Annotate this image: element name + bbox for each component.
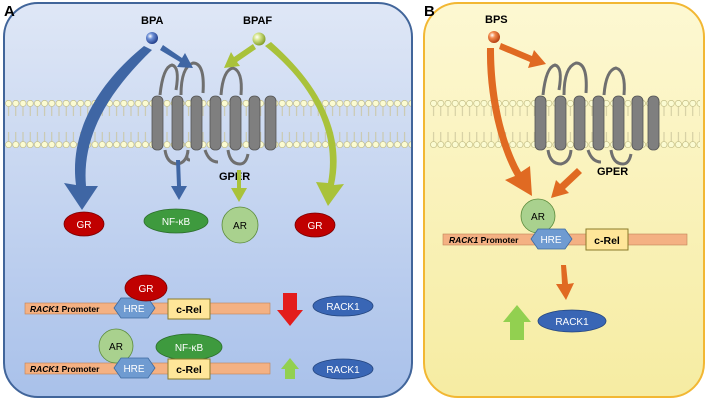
bps-molecule-icon	[488, 31, 500, 43]
hre-element-1	[113, 297, 156, 319]
hre-label-1: HRE	[123, 304, 144, 315]
bpa-molecule-icon	[146, 32, 158, 44]
ar-bound-label-b: AR	[531, 212, 545, 223]
promoter-row-1: RACK1 Promoter HRE c-Rel GR RACK1	[24, 274, 374, 326]
gper-receptor-a	[151, 61, 277, 166]
rack1-output-2	[312, 358, 374, 380]
down-arrow-icon	[277, 293, 303, 326]
promoter-row-b: RACK1 Promoter AR HRE c-Rel	[442, 198, 688, 251]
crel-label-1: c-Rel	[176, 304, 202, 316]
gr-bound-label: GR	[139, 284, 154, 295]
small-up-arrow-icon	[281, 358, 299, 379]
gr-right-factor	[294, 212, 336, 238]
rack1-output-label-b: RACK1	[555, 317, 589, 328]
gper-label-b: GPER	[597, 166, 628, 178]
hre-label-2: HRE	[123, 364, 144, 375]
up-arrow-icon	[503, 305, 531, 340]
crel-label-2: c-Rel	[176, 364, 202, 376]
ar-bound-factor	[98, 328, 134, 364]
hre-label-b: HRE	[540, 235, 561, 246]
gper-arrow-to-ar-b	[551, 168, 582, 198]
gper-label-a: GPER	[219, 171, 250, 183]
rack1-output-label-2: RACK1	[326, 365, 360, 376]
panel-a: A GPER BPA BPAF	[3, 2, 413, 398]
crel-label-b: c-Rel	[594, 235, 620, 247]
nfkb-factor	[143, 208, 209, 234]
promoter-row-2: RACK1 Promoter AR NF-κB HRE c-Rel RACK1	[24, 328, 374, 380]
bpaf-arrow-to-gper	[224, 44, 256, 68]
bps-arrow-to-ar	[486, 48, 532, 196]
bpaf-arrow-to-gr	[265, 42, 344, 206]
nfkb-bound-label: NF-κB	[175, 343, 204, 354]
cell-membrane-a	[5, 100, 411, 148]
promoter-label-2: RACK1 Promoter	[30, 364, 100, 374]
nfkb-label: NF-κB	[162, 217, 191, 228]
rack1-output-1	[312, 295, 374, 317]
panel-b-label: B	[424, 3, 435, 20]
gr-bound-factor	[124, 274, 168, 302]
crel-element-2	[167, 358, 211, 380]
bps-arrow-to-gper	[499, 43, 546, 68]
promoter-arrow-to-rack1-b	[556, 265, 574, 300]
promoter-label-1: RACK1 Promoter	[30, 304, 100, 314]
panel-b: B GPER BPS RACK1 Promoter	[423, 2, 705, 398]
ar-label: AR	[233, 221, 247, 232]
hre-element-b	[530, 228, 573, 250]
gr-left-factor	[63, 211, 105, 237]
crel-element-b	[585, 228, 629, 251]
promoter-label-b: RACK1 Promoter	[449, 235, 519, 245]
bpaf-molecule-icon	[252, 32, 266, 46]
bpa-arrow-to-gper	[160, 45, 193, 68]
bps-label: BPS	[485, 14, 508, 26]
panel-a-label: A	[4, 3, 15, 20]
panel-b-frame	[423, 2, 705, 398]
gr-right-label: GR	[308, 221, 323, 232]
rack1-output-b	[537, 309, 607, 333]
bpaf-label: BPAF	[243, 15, 272, 27]
gr-left-label: GR	[77, 220, 92, 231]
gper-arrow-to-nfkb	[171, 160, 187, 200]
bpa-arrow-to-gr	[64, 46, 152, 210]
bpa-label: BPA	[141, 15, 163, 27]
gper-receptor-b	[534, 61, 660, 166]
ar-factor	[221, 206, 259, 244]
crel-element-1	[167, 298, 211, 320]
ar-bound-label: AR	[109, 342, 123, 353]
rack1-output-label-1: RACK1	[326, 302, 360, 313]
hre-element-2	[113, 357, 156, 379]
gper-arrow-to-ar	[231, 170, 247, 202]
